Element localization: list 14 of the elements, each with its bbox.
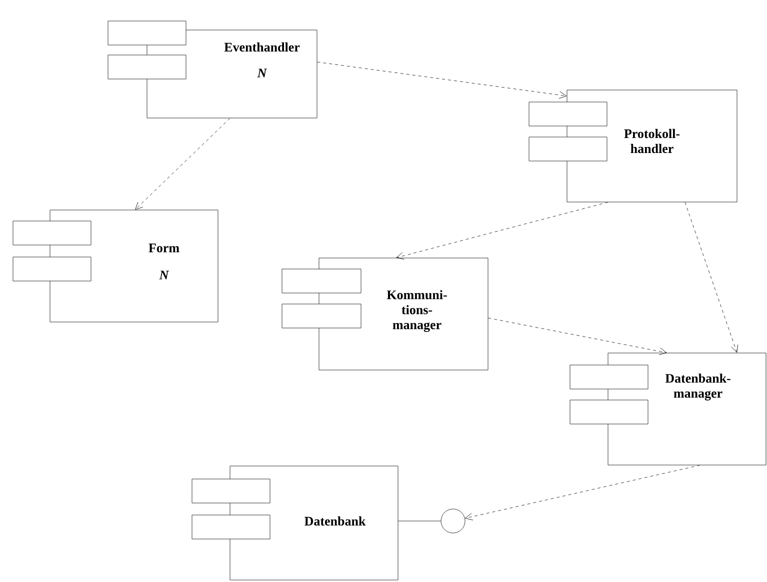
component-box: Datenbank- manager bbox=[570, 352, 766, 466]
component-box: Form N bbox=[12, 210, 218, 322]
component-box: Datenbank bbox=[192, 466, 398, 580]
component-box: Kommuni- tions- manager bbox=[282, 258, 488, 370]
dependency-arrow bbox=[684, 202, 738, 353]
component-box: Protokoll- handler bbox=[528, 90, 738, 202]
dependency-arrow bbox=[465, 465, 700, 520]
dependency-arrow bbox=[135, 118, 230, 210]
dependency-arrow bbox=[317, 62, 567, 99]
component-box: Eventhandler N bbox=[108, 20, 318, 118]
interface-circle bbox=[440, 508, 466, 534]
dependency-arrow bbox=[488, 318, 667, 356]
connector-line bbox=[398, 520, 441, 522]
dependency-arrow bbox=[396, 202, 608, 260]
